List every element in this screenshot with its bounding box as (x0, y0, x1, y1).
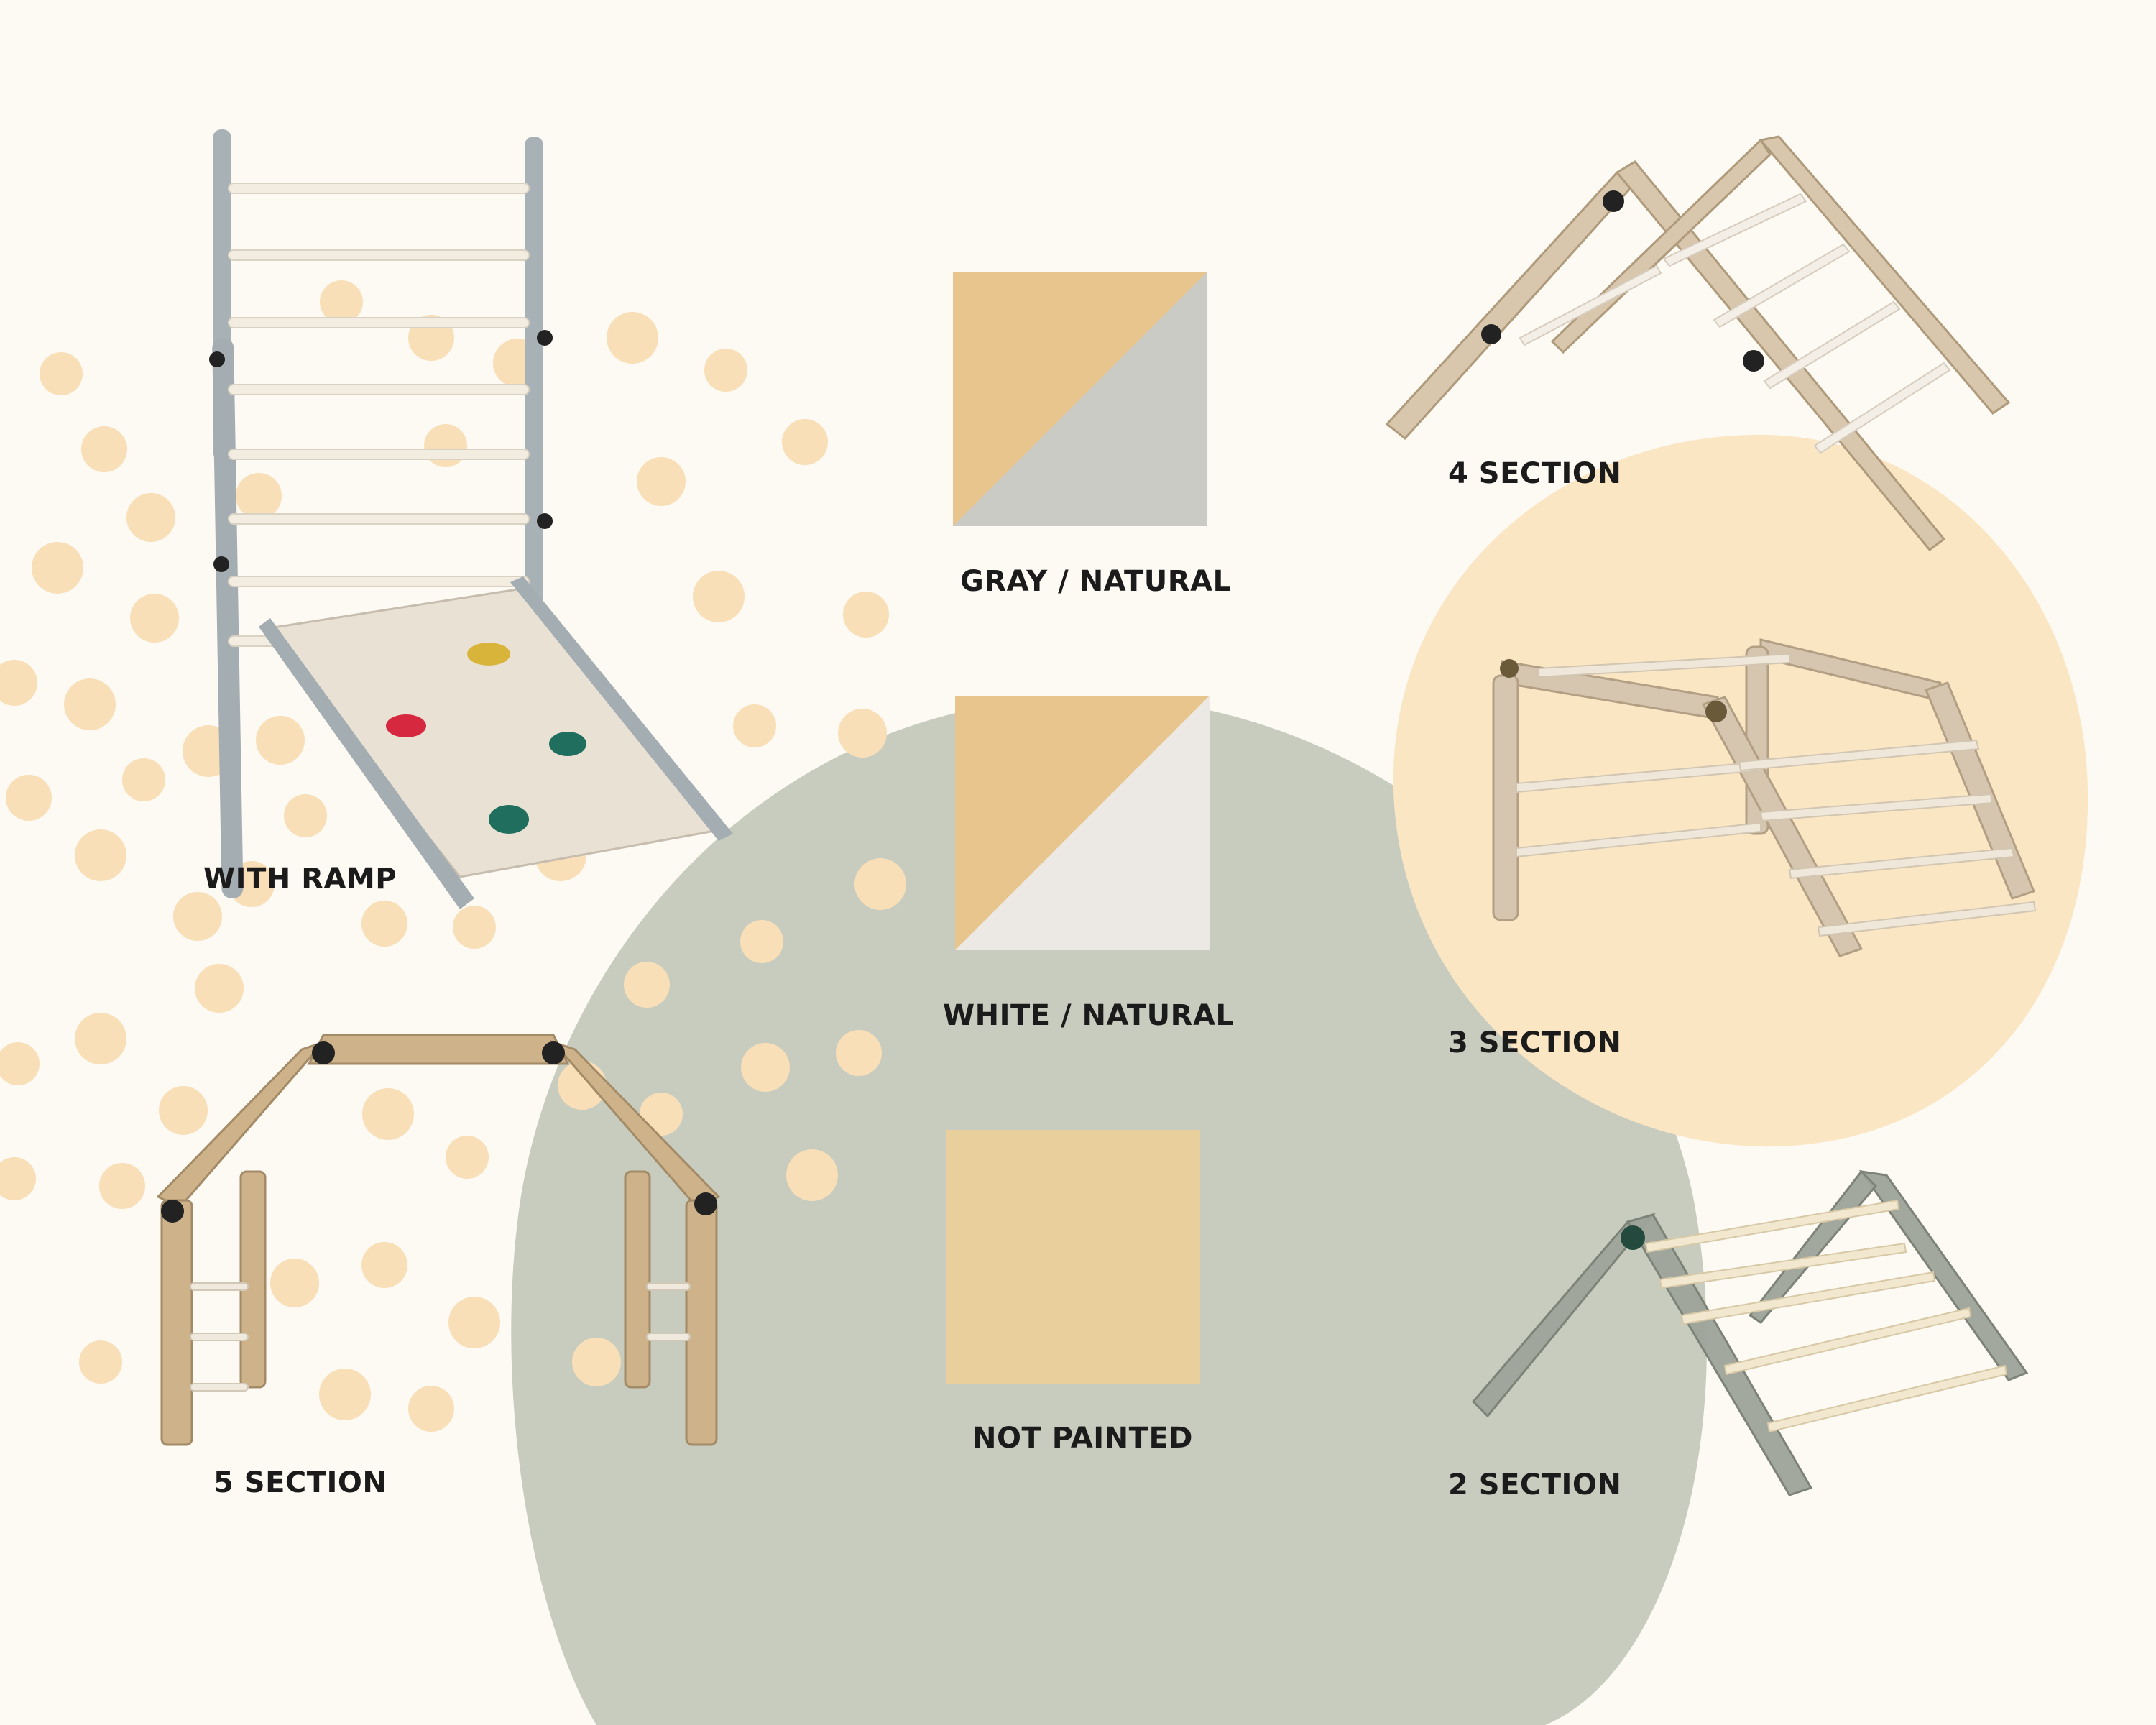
gray-natural-swatch[interactable] (953, 272, 1207, 526)
polka-dot (64, 678, 116, 730)
polka-dot (453, 906, 496, 949)
polka-dot (448, 1297, 500, 1348)
polka-dot (607, 312, 658, 364)
three-section-product-image[interactable] (1488, 638, 2037, 963)
three-section-climber-illustration (1492, 638, 2037, 957)
swatch-wood (946, 1130, 1200, 1384)
five-section-label: 5 SECTION (213, 1466, 387, 1499)
ladder-with-ramp-illustration (209, 129, 733, 909)
polka-dot (79, 1340, 122, 1384)
with-ramp-product-image[interactable] (201, 122, 747, 942)
polka-dot (640, 1092, 683, 1136)
polka-dot (838, 709, 887, 758)
polka-dot (320, 280, 363, 323)
four-section-climber-illustration (1385, 135, 2011, 552)
five-section-product-image[interactable] (151, 1021, 740, 1452)
polka-dot (126, 493, 175, 542)
polka-dot (173, 892, 222, 941)
polka-dot (40, 352, 83, 395)
polka-dot (81, 426, 127, 472)
four-section-product-image[interactable] (1376, 129, 2011, 553)
not-painted-label: NOT PAINTED (972, 1422, 1193, 1455)
four-section-label: 4 SECTION (1448, 457, 1622, 490)
polka-dot (130, 594, 179, 643)
polka-dot (122, 758, 165, 801)
polka-dot (740, 920, 783, 963)
two-section-climber-illustration (1471, 1169, 2029, 1496)
polka-dot (159, 1086, 208, 1135)
arch-climber-illustration (156, 1034, 721, 1446)
gray-natural-label: GRAY / NATURAL (960, 565, 1232, 598)
polka-dot (195, 964, 244, 1013)
polka-dot (270, 1259, 319, 1307)
with-ramp-label: WITH RAMP (203, 862, 397, 896)
polka-dot (362, 1088, 414, 1140)
polka-dot (693, 571, 745, 622)
polka-dot (6, 775, 52, 821)
polka-dot (624, 962, 670, 1008)
not-painted-swatch[interactable] (946, 1130, 1200, 1384)
white-natural-swatch[interactable] (955, 696, 1210, 950)
white-natural-label: WHITE / NATURAL (943, 999, 1235, 1032)
swatch-paint (953, 272, 1207, 526)
polka-dot (843, 592, 889, 638)
polka-dot (786, 1149, 838, 1201)
polka-dot (854, 858, 906, 910)
two-section-product-image[interactable] (1471, 1164, 2034, 1502)
polka-dot (256, 716, 305, 765)
polka-dot (319, 1368, 371, 1420)
polka-dot (836, 1030, 882, 1076)
polka-dot (782, 419, 828, 465)
polka-dot (75, 829, 126, 881)
polka-dot (99, 1163, 145, 1209)
swatch-paint (955, 696, 1210, 950)
polka-dot (236, 473, 282, 519)
polka-dot (75, 1013, 126, 1064)
polka-dot (704, 349, 747, 392)
three-section-label: 3 SECTION (1448, 1026, 1622, 1059)
polka-dot (741, 1043, 790, 1092)
polka-dot (733, 704, 776, 748)
polka-dot (572, 1338, 621, 1386)
polka-dot (637, 457, 686, 506)
peach-blob (1393, 434, 2088, 1147)
polka-dot (361, 901, 407, 947)
polka-dot (408, 1386, 454, 1432)
polka-dot (0, 1157, 36, 1200)
polka-dot (284, 794, 327, 837)
polka-dot (446, 1136, 489, 1179)
two-section-label: 2 SECTION (1448, 1468, 1622, 1501)
polka-dot (361, 1242, 407, 1288)
polka-dot (0, 1042, 40, 1085)
polka-dot (32, 542, 83, 594)
polka-dot (0, 660, 37, 706)
